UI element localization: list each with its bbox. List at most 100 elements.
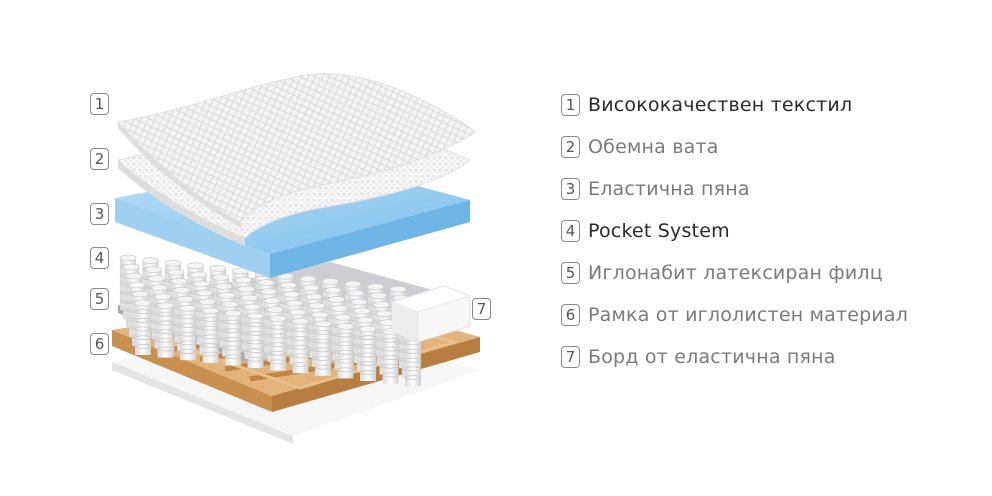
spring-top (145, 266, 162, 274)
pocket-spring (405, 334, 421, 387)
legend-number: 4 (561, 220, 580, 242)
spring-top (269, 315, 287, 323)
spring-ridge (314, 330, 332, 335)
spring-top (176, 295, 194, 303)
spring-top (325, 286, 342, 294)
legend-item-batting: 2 Обемна вата (561, 134, 719, 160)
diagram-label-7: 7 (472, 298, 491, 320)
spring-ridge (404, 375, 422, 380)
spring-top (164, 259, 182, 267)
legend-item-textile: 1 Висококачествен текстил (561, 92, 852, 118)
pocket-spring (270, 318, 286, 371)
spring-top (266, 306, 284, 314)
spring-ridge (292, 344, 309, 350)
pocket-spring (135, 303, 151, 355)
spring-top (235, 276, 252, 284)
spring-ridge (337, 367, 354, 373)
spring-ridge (157, 337, 174, 343)
pocket-spring (382, 331, 399, 384)
legend-item-frame: 6 Рамка от иглолистен материал (561, 302, 908, 328)
foam-side-board (390, 285, 472, 343)
spring-ridge (382, 337, 399, 343)
spring-top (260, 288, 278, 296)
spring-top (224, 309, 242, 317)
spring-top (212, 273, 230, 281)
spring-top (308, 302, 326, 310)
spring-ridge (247, 348, 264, 354)
spring-ridge (337, 341, 354, 347)
spring-ridge (404, 349, 422, 354)
spring-top (311, 311, 329, 319)
spring-top (283, 290, 300, 298)
spring-ridge (359, 343, 377, 349)
spring-top (305, 293, 323, 301)
spring-ridge (359, 361, 377, 367)
spring-ridge (179, 331, 197, 337)
spring-ridge (179, 349, 197, 354)
spring-top (202, 307, 219, 315)
spring-top (167, 268, 185, 276)
textile-layer (117, 73, 477, 228)
spring-ridge (224, 328, 242, 334)
diagram-label-1: 1 (90, 93, 109, 115)
spring-top (322, 277, 339, 285)
spring-ridge (404, 340, 422, 346)
spring-top (157, 302, 174, 310)
spring-top (128, 281, 146, 289)
spring-ridge (314, 347, 332, 353)
spring-ridge (359, 369, 377, 375)
legend-label: Обемна вата (588, 136, 719, 158)
legend-number: 3 (561, 178, 580, 200)
spring-top (302, 284, 320, 292)
spring-ridge (292, 327, 309, 333)
spring-top (257, 279, 275, 287)
spring-top (142, 257, 159, 265)
legend-number: 1 (561, 94, 580, 116)
legend-label: Рамка от иглолистен материал (588, 304, 909, 326)
spring-ridge (269, 342, 287, 348)
spring-top (125, 272, 143, 280)
spring-top (179, 304, 197, 312)
spring-ridge (157, 346, 174, 352)
spring-ridge (157, 320, 174, 326)
spring-top (221, 300, 239, 308)
pocket-spring (202, 310, 219, 363)
pocket-spring (315, 323, 331, 376)
legend-item-foam-board: 7 Борд от еластична пяна (561, 344, 836, 370)
spring-ridge (337, 358, 354, 364)
diagram-label-4: 4 (90, 247, 109, 269)
spring-top (134, 299, 152, 307)
spring-ridge (314, 338, 332, 344)
pocket-spring (337, 326, 354, 379)
spring-ridge (247, 339, 264, 345)
spring-top (190, 271, 207, 279)
spring-ridge (179, 340, 197, 346)
spring-top (199, 298, 216, 306)
spring-top (344, 280, 362, 288)
spring-top (356, 316, 374, 324)
spring-top (232, 267, 249, 275)
spring-top (151, 284, 168, 292)
spring-top (119, 254, 137, 262)
spring-top (350, 298, 368, 306)
spring-ridge (202, 317, 219, 322)
spring-top (292, 317, 309, 325)
spring-ridge (314, 356, 332, 361)
spring-ridge (382, 363, 399, 369)
diagram-label-2: 2 (90, 148, 109, 170)
pocket-spring (157, 305, 174, 358)
legend-number: 5 (561, 262, 580, 284)
spring-ridge (134, 326, 152, 332)
spring-ridge (157, 311, 174, 317)
spring-top (247, 312, 264, 320)
legend-item-foam: 3 Еластична пяна (561, 176, 750, 202)
spring-top (334, 313, 351, 321)
spring-top (389, 285, 407, 293)
spring-ridge (292, 353, 309, 359)
spring-top (244, 303, 261, 311)
pocket-spring (292, 321, 309, 374)
spring-ridge (382, 346, 399, 352)
legend-label: Висококачествен текстил (588, 94, 853, 116)
spring-top (280, 281, 297, 289)
spring-top (299, 275, 317, 283)
